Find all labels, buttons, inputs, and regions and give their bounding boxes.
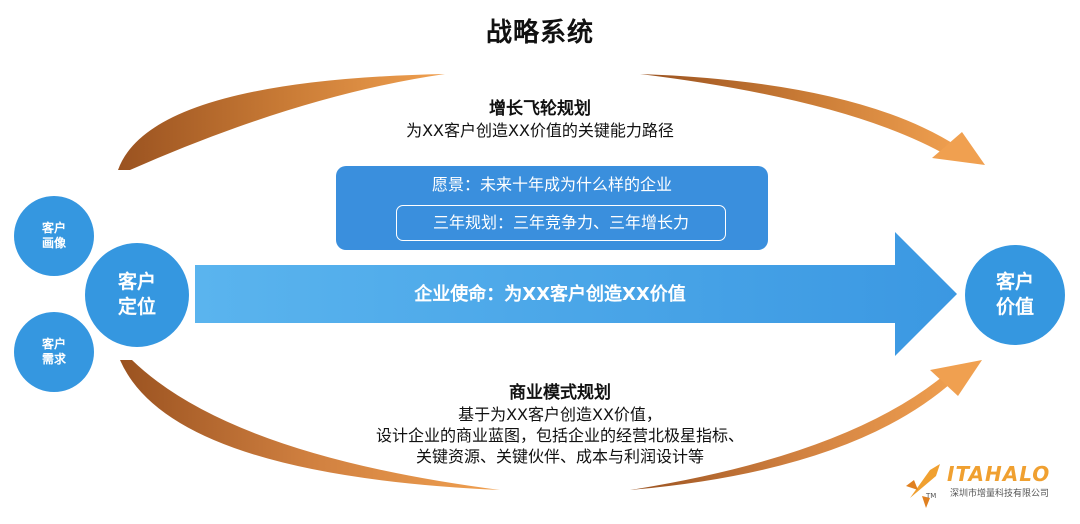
page-title: 战略系统 — [485, 18, 594, 48]
node-label: 客户 — [41, 337, 66, 351]
top-arc — [118, 74, 445, 170]
vision-box — [336, 166, 768, 250]
business-model-line: 关键资源、关键伙伴、成本与利润设计等 — [415, 447, 704, 466]
customer-value-node: 客户价值 — [965, 245, 1065, 345]
node-label: 客户 — [41, 221, 66, 235]
node-label: 画像 — [41, 236, 66, 250]
business-model-block: 商业模式规划 基于为XX客户创造XX价值， 设计企业的商业蓝图，包括企业的经营北… — [300, 382, 820, 467]
three-year-plan-box — [396, 205, 726, 241]
bottom-arc-arrowhead — [930, 360, 982, 396]
mission-arrow — [195, 232, 957, 356]
logo-tm: TM — [926, 492, 937, 500]
business-model-line: 基于为XX客户创造XX价值， — [458, 405, 662, 424]
top-arc-arrowhead — [932, 132, 985, 165]
customer-positioning-node: 客户定位 — [85, 243, 189, 347]
customer-portrait-node: 客户画像 — [14, 196, 94, 276]
growth-flywheel-heading: 增长飞轮规划 — [489, 99, 591, 119]
bottom-arc — [120, 360, 500, 490]
node-label: 价值 — [995, 296, 1034, 318]
logo-name: ITAHALO — [947, 462, 1051, 486]
customer-needs-node: 客户需求 — [14, 312, 94, 392]
growth-flywheel-desc: 为XX客户创造XX价值的关键能力路径 — [406, 121, 674, 140]
logo-subtitle: 深圳市增量科技有限公司 — [950, 489, 1050, 499]
growth-flywheel-block: 增长飞轮规划 为XX客户创造XX价值的关键能力路径 — [300, 98, 780, 142]
logo-rocket-icon — [906, 464, 940, 508]
node-label: 客户 — [117, 271, 156, 293]
business-model-heading: 商业模式规划 — [509, 383, 611, 403]
node-label: 需求 — [41, 352, 66, 366]
vision-text: 愿景：未来十年成为什么样的企业 — [431, 175, 672, 194]
three-year-plan-text: 三年规划：三年竞争力、三年增长力 — [432, 213, 689, 232]
business-model-line: 设计企业的商业蓝图，包括企业的经营北极星指标、 — [375, 426, 744, 445]
top-arc-right — [640, 74, 960, 156]
mission-text: 企业使命：为XX客户创造XX价值 — [414, 284, 686, 305]
node-label: 定位 — [117, 296, 156, 318]
node-label: 客户 — [995, 271, 1034, 293]
